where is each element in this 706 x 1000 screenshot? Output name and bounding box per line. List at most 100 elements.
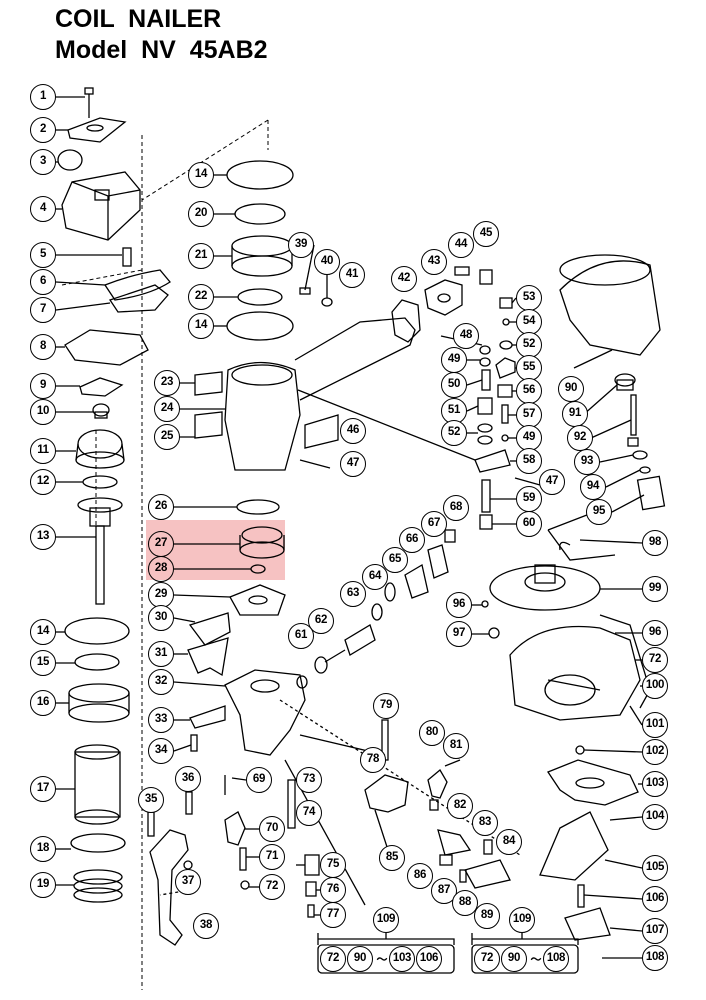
part-label-12: 12	[30, 469, 56, 495]
part-label-107: 107	[642, 918, 668, 944]
part-label-92: 92	[567, 425, 593, 451]
part-label-29: 29	[148, 582, 174, 608]
part-label-73: 73	[296, 767, 322, 793]
part-label-27: 27	[148, 531, 174, 557]
part-label-6: 6	[30, 269, 56, 295]
part-label-76: 76	[320, 877, 346, 903]
part-label-43: 43	[421, 249, 447, 275]
part-label-18: 18	[30, 836, 56, 862]
part-label-109: 109	[373, 907, 399, 933]
part-label-47: 47	[340, 451, 366, 477]
part-label-23: 23	[154, 370, 180, 396]
central-body-parts	[173, 160, 416, 756]
part-label-7: 7	[30, 297, 56, 323]
part-label-68: 68	[443, 495, 469, 521]
part-label-37: 37	[175, 869, 201, 895]
kit-1-item-90: 90	[501, 946, 527, 972]
part-label-94: 94	[580, 474, 606, 500]
part-label-72: 72	[642, 647, 668, 673]
part-label-2: 2	[30, 117, 56, 143]
part-label-88: 88	[452, 890, 478, 916]
part-label-75: 75	[320, 852, 346, 878]
part-label-63: 63	[340, 581, 366, 607]
part-label-57: 57	[516, 402, 542, 428]
kit-brackets	[317, 933, 579, 974]
part-label-99: 99	[642, 576, 668, 602]
part-label-13: 13	[30, 524, 56, 550]
part-label-3: 3	[30, 149, 56, 175]
part-label-49: 49	[441, 347, 467, 373]
part-label-9: 9	[30, 373, 56, 399]
right-column-parts	[472, 254, 666, 959]
part-label-30: 30	[148, 605, 174, 631]
part-label-42: 42	[391, 266, 417, 292]
part-label-106: 106	[642, 886, 668, 912]
part-label-100: 100	[642, 673, 668, 699]
kit-range-tilde: 〜	[530, 954, 542, 966]
part-label-83: 83	[472, 810, 498, 836]
part-label-1: 1	[30, 84, 56, 110]
part-label-47: 47	[539, 469, 565, 495]
part-label-22: 22	[188, 284, 214, 310]
valve-parts	[296, 244, 541, 689]
part-label-56: 56	[516, 378, 542, 404]
part-label-80: 80	[419, 720, 445, 746]
part-label-81: 81	[443, 733, 469, 759]
part-label-95: 95	[586, 499, 612, 525]
part-label-32: 32	[148, 669, 174, 695]
part-label-54: 54	[516, 309, 542, 335]
title-line-1: COIL NAILER	[55, 5, 222, 33]
part-label-48: 48	[453, 323, 479, 349]
part-label-40: 40	[314, 249, 340, 275]
part-label-21: 21	[188, 243, 214, 269]
part-label-33: 33	[148, 707, 174, 733]
part-label-5: 5	[30, 242, 56, 268]
part-label-39: 39	[288, 232, 314, 258]
part-label-25: 25	[154, 424, 180, 450]
part-label-72: 72	[259, 874, 285, 900]
part-label-108: 108	[642, 945, 668, 971]
part-label-53: 53	[516, 285, 542, 311]
part-label-41: 41	[339, 262, 365, 288]
part-label-55: 55	[516, 355, 542, 381]
part-label-34: 34	[148, 738, 174, 764]
part-label-4: 4	[30, 196, 56, 222]
left-column-parts	[55, 87, 171, 903]
part-label-101: 101	[642, 712, 668, 738]
part-label-31: 31	[148, 641, 174, 667]
part-label-64: 64	[362, 564, 388, 590]
part-label-28: 28	[148, 556, 174, 582]
part-label-45: 45	[473, 221, 499, 247]
part-label-14: 14	[188, 313, 214, 339]
part-label-8: 8	[30, 334, 56, 360]
part-label-84: 84	[496, 829, 522, 855]
kit-1-item-108: 108	[543, 946, 569, 972]
part-label-38: 38	[193, 913, 219, 939]
part-label-16: 16	[30, 690, 56, 716]
part-label-14: 14	[30, 619, 56, 645]
part-label-77: 77	[320, 902, 346, 928]
kit-1-item-72: 72	[474, 946, 500, 972]
part-label-19: 19	[30, 872, 56, 898]
title-line-2: Model NV 45AB2	[55, 36, 268, 64]
part-label-61: 61	[288, 623, 314, 649]
lower-left-parts	[147, 775, 320, 946]
part-label-17: 17	[30, 776, 56, 802]
part-label-36: 36	[175, 766, 201, 792]
part-label-93: 93	[574, 449, 600, 475]
part-label-79: 79	[373, 693, 399, 719]
part-label-51: 51	[441, 398, 467, 424]
part-label-65: 65	[382, 547, 408, 573]
part-label-97: 97	[446, 621, 472, 647]
part-label-66: 66	[399, 527, 425, 553]
part-label-71: 71	[259, 844, 285, 870]
kit-range-tilde: 〜	[376, 954, 388, 966]
part-label-35: 35	[138, 787, 164, 813]
part-label-85: 85	[379, 845, 405, 871]
part-label-74: 74	[296, 800, 322, 826]
part-label-44: 44	[448, 232, 474, 258]
kit-0-item-90: 90	[347, 946, 373, 972]
part-label-70: 70	[259, 816, 285, 842]
part-label-11: 11	[30, 438, 56, 464]
